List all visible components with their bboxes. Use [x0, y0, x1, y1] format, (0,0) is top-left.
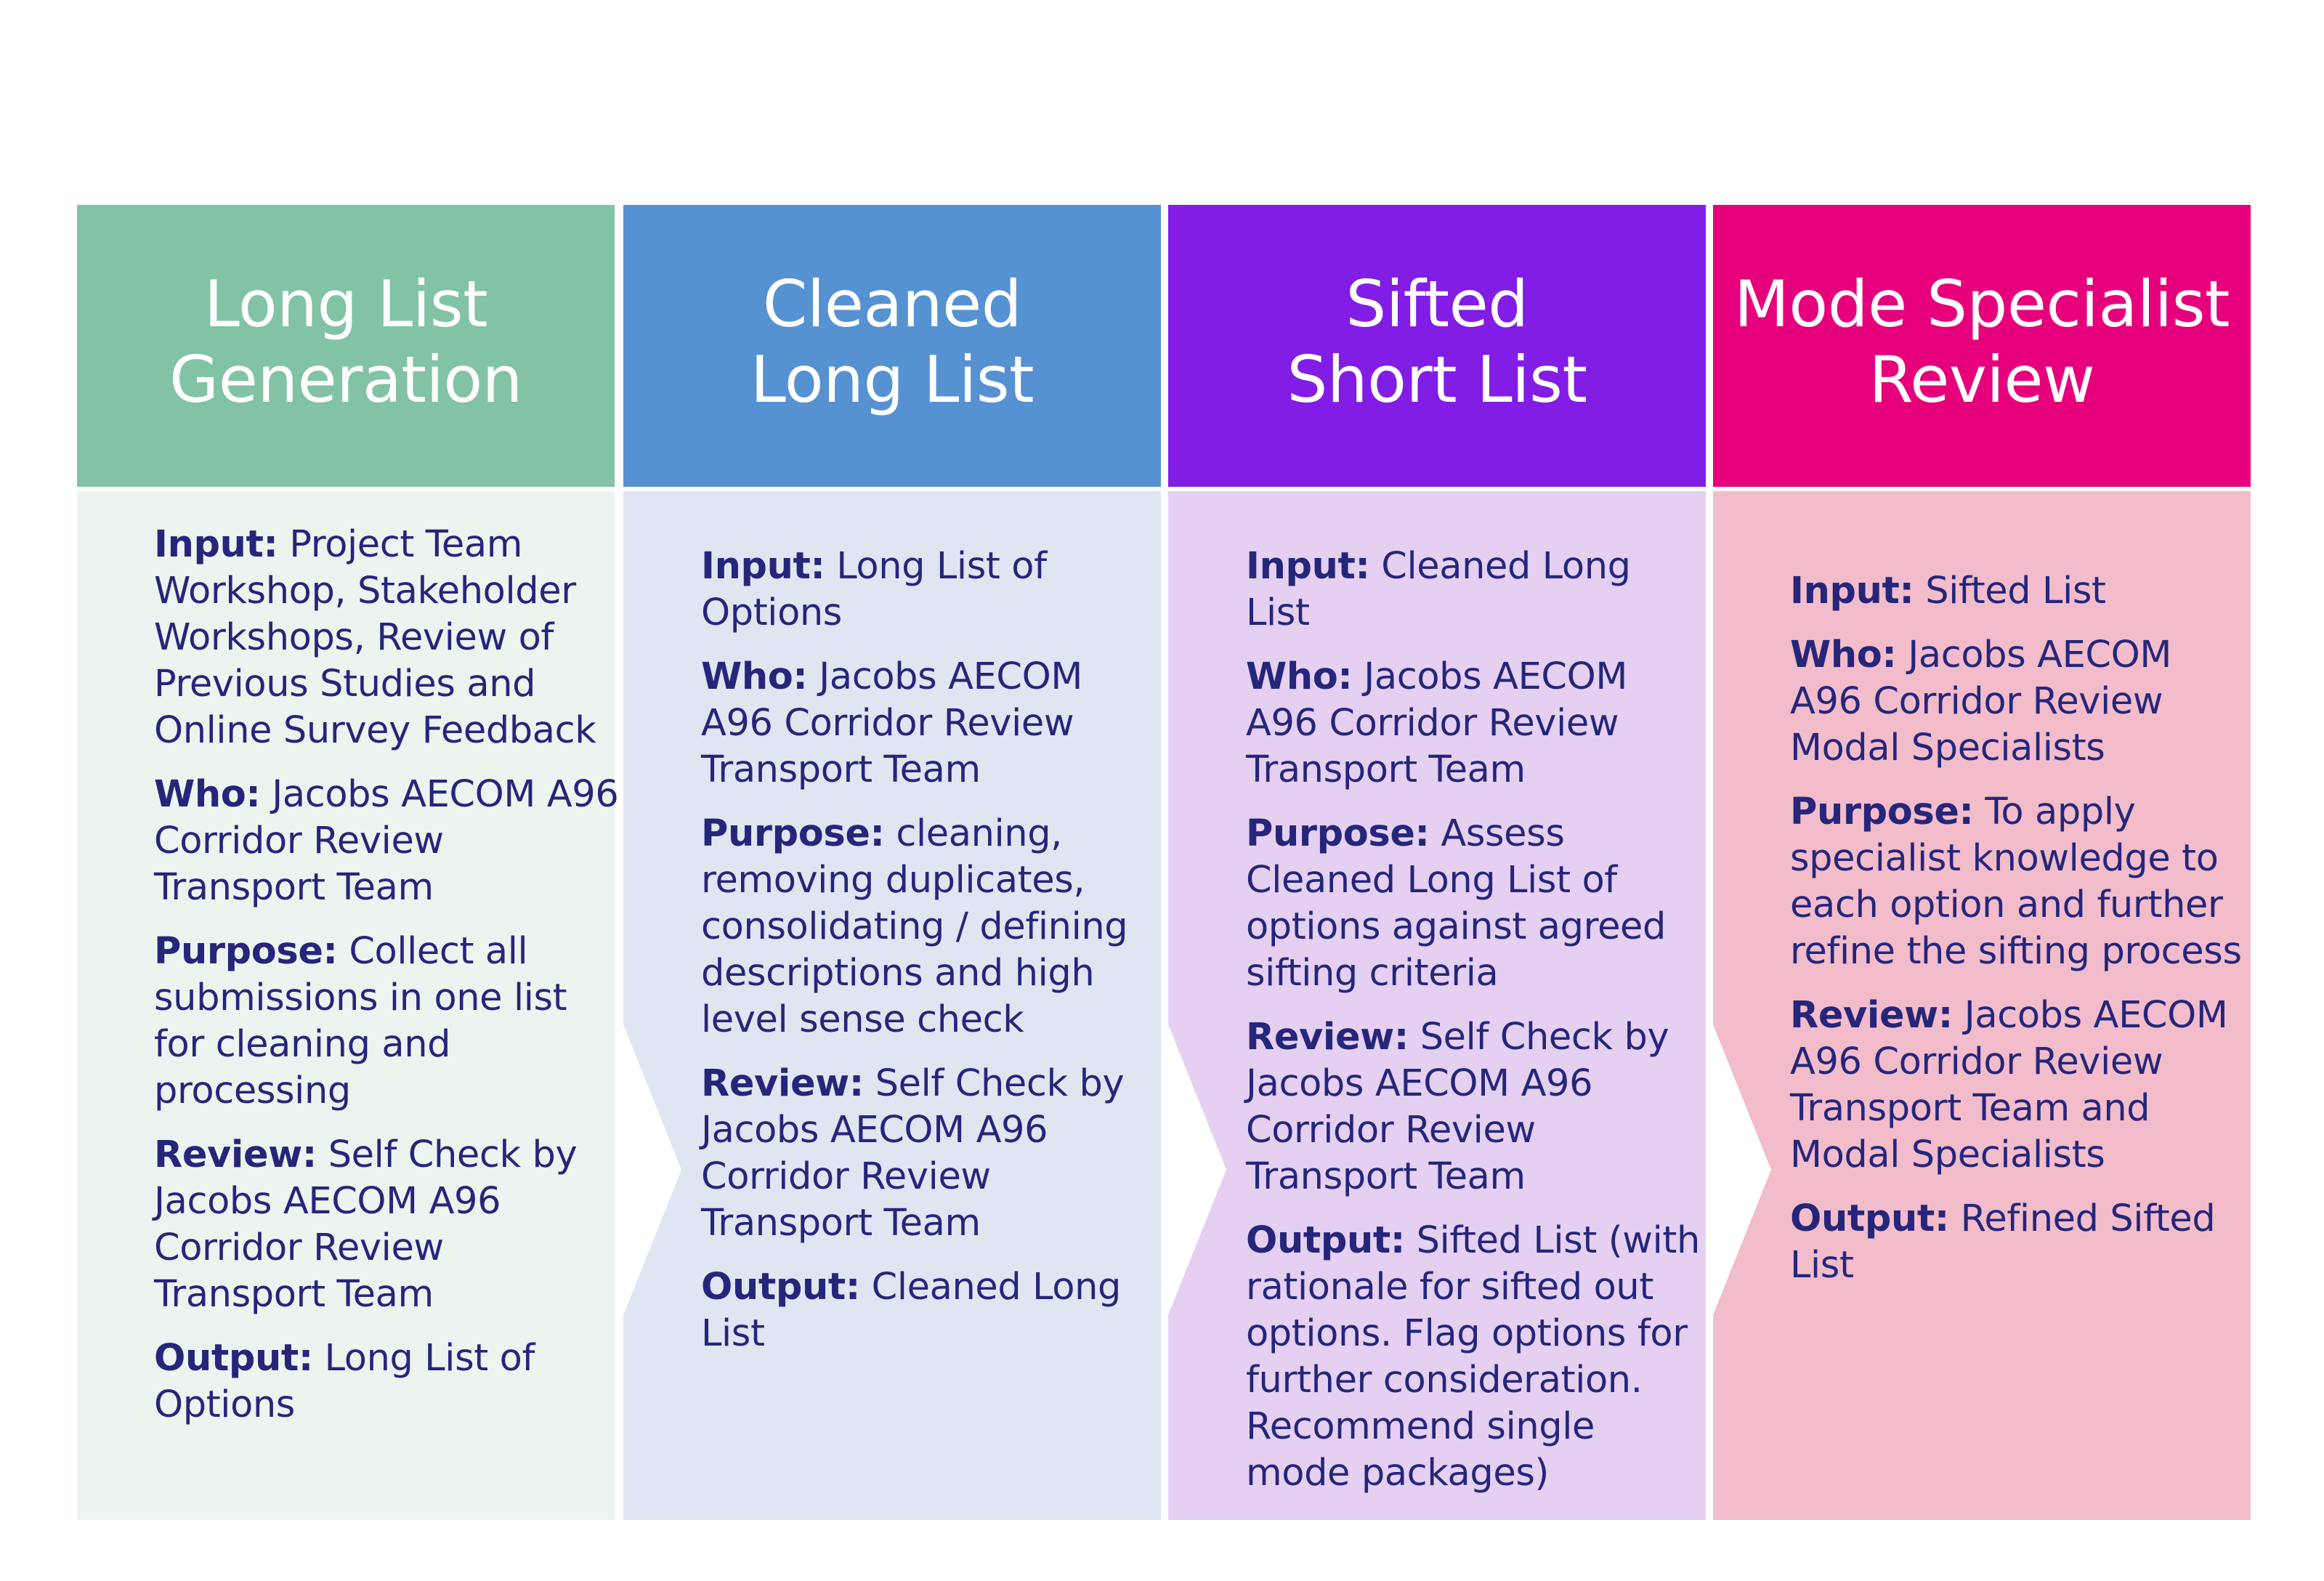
review-text: Jacobs AECOM A96 Corridor Review Transpo… — [1790, 994, 2228, 1176]
stage-4-header: Mode Specialist Review — [1713, 205, 2251, 487]
output-text: Refined Sifted List — [1790, 1197, 2216, 1287]
purpose-text: To apply specialist knowledge to each op… — [1790, 790, 2242, 973]
stage-3-header: Sifted Short List — [1168, 205, 1706, 487]
purpose-label: Purpose: — [154, 930, 338, 973]
output-label: Output: — [701, 1266, 860, 1309]
stage-2-input: Input: Long List of Options — [701, 543, 1159, 636]
who-label: Who: — [701, 655, 808, 698]
output-label: Output: — [1790, 1197, 1949, 1240]
review-label: Review: — [1246, 1016, 1409, 1059]
input-text: Long List of Options — [701, 545, 1047, 634]
stage-3-output: Output: Sifted List (with rationale for … — [1246, 1218, 1704, 1497]
stage-1-output: Output: Long List of Options — [154, 1335, 619, 1428]
input-label: Input: — [1246, 545, 1370, 588]
review-text: Self Check by Jacobs AECOM A96 Corridor … — [154, 1133, 578, 1316]
who-text: Jacobs AECOM A96 Corridor Review Transpo… — [154, 773, 619, 909]
stage-4-who: Who: Jacobs AECOM A96 Corridor Review Mo… — [1790, 632, 2249, 772]
stage-1-details: Input: Project Team Workshop, Stakeholde… — [154, 522, 619, 1446]
output-text: Long List of Options — [154, 1337, 535, 1426]
stage-1-review: Review: Self Check by Jacobs AECOM A96 C… — [154, 1132, 619, 1318]
stage-2-who: Who: Jacobs AECOM A96 Corridor Review Tr… — [701, 654, 1159, 793]
input-label: Input: — [701, 545, 825, 588]
review-label: Review: — [1790, 994, 1953, 1037]
stage-3-input: Input: Cleaned Long List — [1246, 543, 1704, 636]
output-text: Sifted List (with rationale for sifted o… — [1246, 1219, 1700, 1495]
stage-3-body-shape — [1168, 491, 1706, 1520]
stage-2-body-shape — [623, 491, 1161, 1520]
stage-3-purpose: Purpose: Assess Cleaned Long List of opt… — [1246, 811, 1704, 997]
input-text: Project Team Workshop, Stakeholder Works… — [154, 523, 596, 752]
stage-3-body-fill — [1168, 491, 1706, 1520]
stage-4-output: Output: Refined Sifted List — [1790, 1196, 2249, 1289]
stage-1-purpose: Purpose: Collect all submissions in one … — [154, 929, 619, 1115]
stage-1-body: Input: Project Team Workshop, Stakeholde… — [77, 491, 619, 1520]
stage-2-details: Input: Long List of Options Who: Jacobs … — [701, 543, 1159, 1375]
stage-2-review: Review: Self Check by Jacobs AECOM A96 C… — [701, 1061, 1159, 1247]
review-label: Review: — [154, 1133, 317, 1176]
stage-3-body: Input: Cleaned Long List Who: Jacobs AEC… — [1168, 491, 1706, 1520]
who-label: Who: — [154, 773, 261, 816]
stage-2-header: Cleaned Long List — [623, 205, 1161, 487]
stage-2-output: Output: Cleaned Long List — [701, 1264, 1159, 1357]
stage-2-title: Cleaned Long List — [750, 267, 1035, 417]
who-text: Jacobs AECOM A96 Corridor Review Transpo… — [701, 655, 1082, 791]
stage-1-who: Who: Jacobs AECOM A96 Corridor Review Tr… — [154, 772, 619, 911]
stage-1-title: Long List Generation — [169, 267, 522, 417]
stage-2-purpose: Purpose: cleaning, removing duplicates, … — [701, 811, 1159, 1043]
stage-4-review: Review: Jacobs AECOM A96 Corridor Review… — [1790, 992, 2249, 1178]
stage-2-body: Input: Long List of Options Who: Jacobs … — [623, 491, 1161, 1520]
stage-1-body-shape — [77, 491, 615, 1520]
purpose-text: Assess Cleaned Long List of options agai… — [1246, 812, 1666, 995]
stage-4-purpose: Purpose: To apply specialist knowledge t… — [1790, 789, 2249, 975]
stage-1-body-fill — [77, 491, 615, 1520]
stage-3-who: Who: Jacobs AECOM A96 Corridor Review Tr… — [1246, 654, 1704, 793]
review-text: Self Check by Jacobs AECOM A96 Corridor … — [701, 1062, 1125, 1245]
purpose-text: Collect all submissions in one list for … — [154, 930, 567, 1112]
who-label: Who: — [1790, 634, 1897, 676]
input-label: Input: — [154, 523, 278, 566]
stage-4-details: Input: Sifted List Who: Jacobs AECOM A96… — [1790, 568, 2249, 1306]
who-text: Jacobs AECOM A96 Corridor Review Modal S… — [1790, 634, 2171, 769]
output-label: Output: — [1246, 1219, 1405, 1262]
stage-4-body-shape — [1713, 491, 2251, 1520]
stage-4-title: Mode Specialist Review — [1733, 267, 2230, 417]
purpose-text: cleaning, removing duplicates, consolida… — [701, 812, 1128, 1041]
output-text: Cleaned Long List — [701, 1266, 1121, 1355]
stage-3-review: Review: Self Check by Jacobs AECOM A96 C… — [1246, 1014, 1704, 1200]
who-text: Jacobs AECOM A96 Corridor Review Transpo… — [1246, 655, 1627, 791]
input-text: Cleaned Long List — [1246, 545, 1631, 634]
stage-3-title: Sifted Short List — [1287, 267, 1587, 417]
stage-3-details: Input: Cleaned Long List Who: Jacobs AEC… — [1246, 543, 1704, 1514]
input-text: Sifted List — [1914, 570, 2106, 612]
stage-1-input: Input: Project Team Workshop, Stakeholde… — [154, 522, 619, 754]
input-label: Input: — [1790, 570, 1914, 612]
purpose-label: Purpose: — [701, 812, 885, 855]
stage-2-body-fill — [623, 491, 1161, 1520]
who-label: Who: — [1246, 655, 1353, 698]
purpose-label: Purpose: — [1246, 812, 1430, 855]
purpose-label: Purpose: — [1790, 790, 1974, 833]
stage-4-input: Input: Sifted List — [1790, 568, 2249, 615]
review-label: Review: — [701, 1062, 864, 1105]
output-label: Output: — [154, 1337, 313, 1380]
stage-4-body: Input: Sifted List Who: Jacobs AECOM A96… — [1713, 491, 2251, 1520]
stage-4-body-fill — [1713, 491, 2251, 1520]
review-text: Self Check by Jacobs AECOM A96 Corridor … — [1246, 1016, 1669, 1198]
stage-1-header: Long List Generation — [77, 205, 615, 487]
